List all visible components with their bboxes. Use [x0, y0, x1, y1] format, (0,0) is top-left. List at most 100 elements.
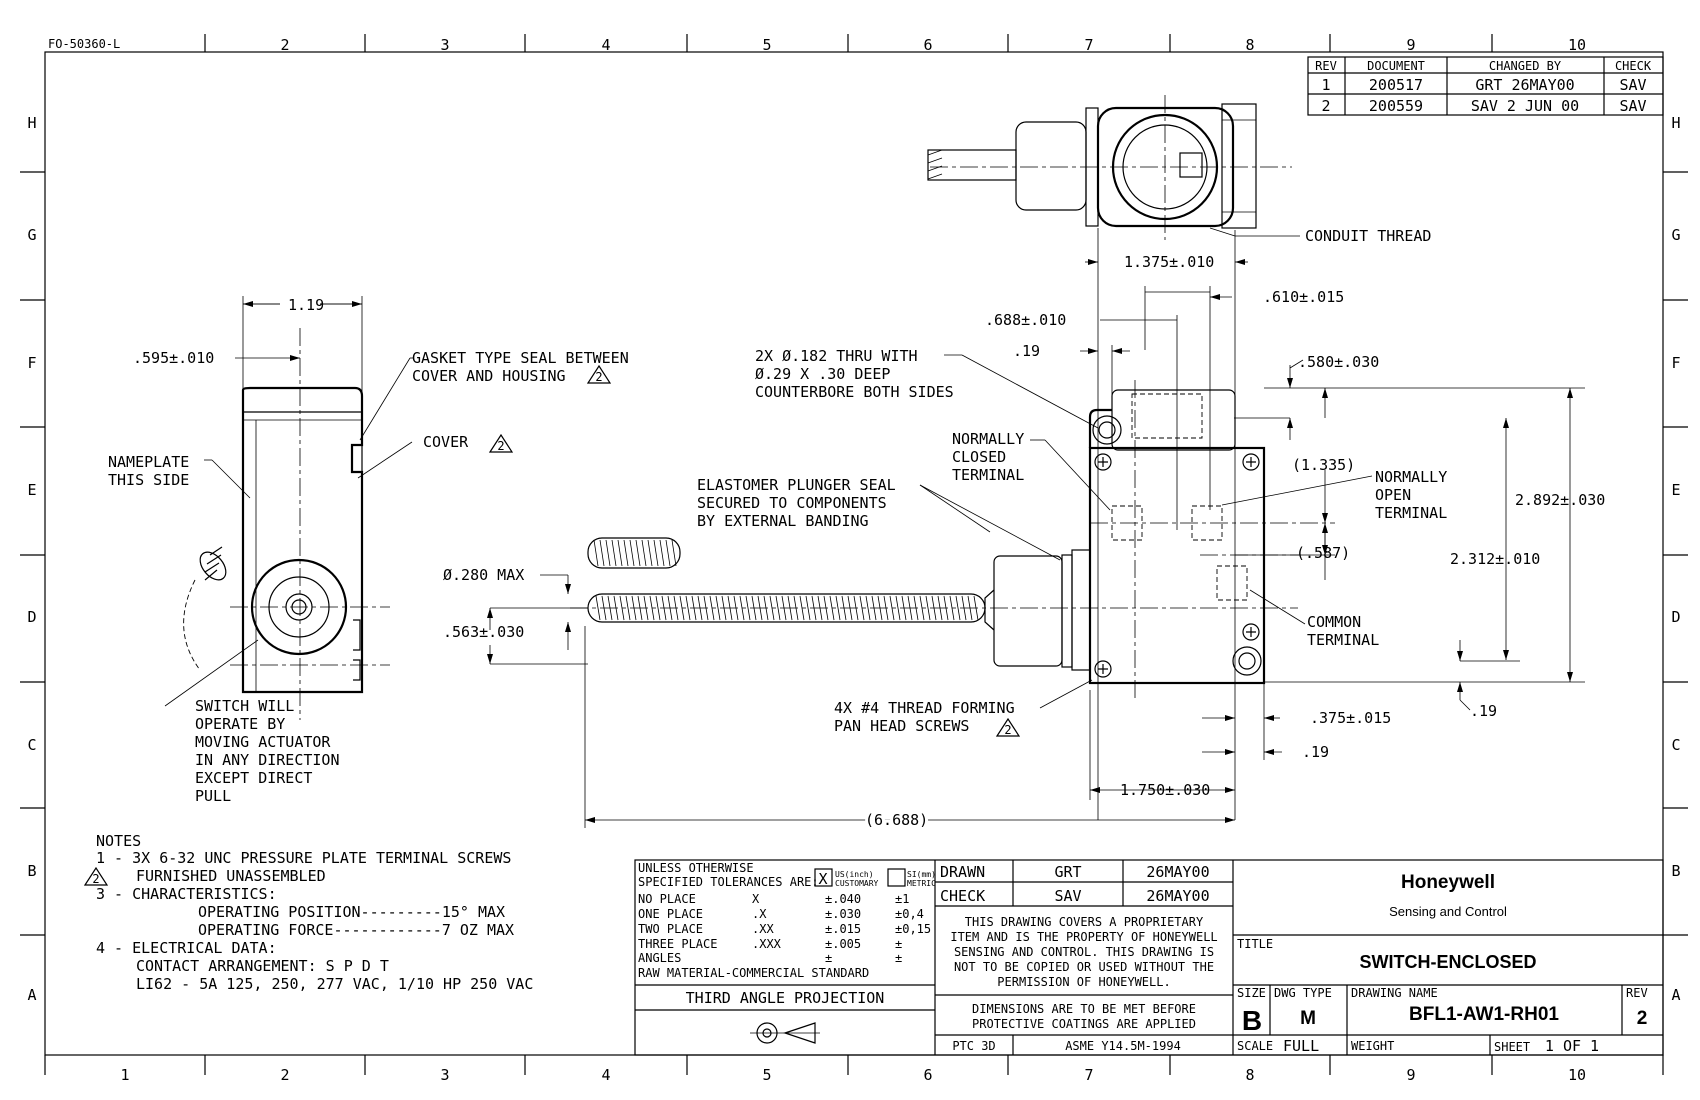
- dimension-label: (1.335): [1292, 456, 1355, 474]
- dimension-label: .19: [1302, 743, 1329, 761]
- dimension-lines: [164, 227, 1585, 828]
- sheet-label: SHEET: [1494, 1040, 1530, 1054]
- us-unit-label: CUSTOMARY: [835, 879, 879, 888]
- nameplate-callout: THIS SIDE: [108, 471, 189, 489]
- common-terminal-callout: TERMINAL: [1307, 631, 1379, 649]
- tolerance-header: UNLESS OTHERWISE: [638, 861, 754, 875]
- notes-title: NOTES: [96, 832, 141, 850]
- nc-terminal-callout: CLOSED: [952, 448, 1006, 466]
- proprietary-notice: THIS DRAWING COVERS A PROPRIETARY: [965, 915, 1204, 929]
- projection-label: THIRD ANGLE PROJECTION: [686, 989, 885, 1007]
- checked-by: SAV: [1054, 887, 1081, 905]
- zone-row-label: D: [1671, 608, 1680, 626]
- revision-cell: 2: [1321, 97, 1330, 115]
- note-line: FURNISHED UNASSEMBLED: [136, 867, 326, 885]
- drawing-number: BFL1-AW1-RH01: [1409, 1004, 1559, 1025]
- tolerance-row: ANGLES: [638, 951, 681, 965]
- no-terminal-callout: OPEN: [1375, 486, 1411, 504]
- check-header: CHECK: [1615, 59, 1652, 73]
- coatings-notice: DIMENSIONS ARE TO BE MET BEFORE: [972, 1002, 1196, 1016]
- svg-text:2: 2: [1004, 723, 1011, 737]
- zone-row-label: H: [27, 114, 36, 132]
- si-unit-label: SI(mm): [907, 870, 936, 879]
- zone-col-label: 7: [1084, 1066, 1093, 1084]
- dimension-label: .595±.010: [133, 349, 214, 367]
- us-customary-checkbox: X: [818, 870, 827, 888]
- svg-text:±0,4: ±0,4: [895, 907, 924, 921]
- dimension-label: .580±.030: [1298, 353, 1379, 371]
- coatings-notice: PROTECTIVE COATINGS ARE APPLIED: [972, 1017, 1196, 1031]
- front-view: [570, 380, 1335, 700]
- zone-col-label: 1: [120, 1066, 129, 1084]
- plunger-seal-callout: SECURED TO COMPONENTS: [697, 494, 887, 512]
- zone-row-label: E: [1671, 481, 1680, 499]
- screws-callout: 4X #4 THREAD FORMING: [834, 699, 1015, 717]
- company-logo: Honeywell: [1401, 872, 1495, 893]
- revision-table: REV DOCUMENT CHANGED BY CHECK 1 200517 G…: [1307, 56, 1664, 116]
- drawn-by: GRT: [1054, 863, 1081, 881]
- zone-col-label: 3: [440, 1066, 449, 1084]
- dimension-label: .19: [1470, 702, 1497, 720]
- dimension-label: .610±.015: [1263, 288, 1344, 306]
- plunger-seal-callout: ELASTOMER PLUNGER SEAL: [697, 476, 896, 494]
- zone-col-label: 3: [440, 36, 449, 54]
- operate-note: EXCEPT DIRECT: [195, 769, 312, 787]
- dimension-label: Ø.280 MAX: [443, 566, 524, 584]
- dimension-label: .563±.030: [443, 623, 524, 641]
- dimension-label: 1.19: [288, 296, 324, 314]
- zone-col-label: 4: [601, 36, 610, 54]
- zone-col-label: 9: [1406, 1066, 1415, 1084]
- zone-row-label: B: [1671, 862, 1680, 880]
- asme-standard: ASME Y14.5M-1994: [1065, 1039, 1181, 1053]
- dimension-label: .375±.015: [1310, 709, 1391, 727]
- dimension-label: .19: [1013, 342, 1040, 360]
- tolerance-row: ONE PLACE: [638, 907, 703, 921]
- zone-col-label: 8: [1245, 36, 1254, 54]
- zone-col-label: 10: [1568, 1066, 1586, 1084]
- zone-col-label: 8: [1245, 1066, 1254, 1084]
- conduit-thread-callout: CONDUIT THREAD: [1305, 227, 1431, 245]
- title-block: UNLESS OTHERWISE SPECIFIED TOLERANCES AR…: [634, 859, 1664, 1056]
- no-terminal-callout: TERMINAL: [1375, 504, 1447, 522]
- title-label: TITLE: [1237, 937, 1273, 951]
- note-line: LI62 - 5A 125, 250, 277 VAC, 1/10 HP 250…: [136, 975, 533, 993]
- zone-col-label: 5: [762, 36, 771, 54]
- operate-note: PULL: [195, 787, 231, 805]
- drawing-name-label: DRAWING NAME: [1351, 986, 1438, 1000]
- svg-text:±1: ±1: [895, 892, 909, 906]
- size-label: SIZE: [1237, 986, 1266, 1000]
- rev-header: REV: [1315, 59, 1337, 73]
- svg-text:.X: .X: [752, 907, 767, 921]
- dimension-label: (6.688): [865, 811, 928, 829]
- check-label: CHECK: [940, 887, 985, 905]
- svg-text:±: ±: [895, 951, 902, 965]
- zone-col-label: 9: [1406, 36, 1415, 54]
- zone-row-label: H: [1671, 114, 1680, 132]
- svg-text:X: X: [752, 892, 760, 906]
- note-line: OPERATING FORCE------------7 OZ MAX: [198, 921, 514, 939]
- svg-text:±.040: ±.040: [825, 892, 861, 906]
- weight-label: WEIGHT: [1351, 1039, 1394, 1053]
- plunger-seal-callout: BY EXTERNAL BANDING: [697, 512, 869, 530]
- proprietary-notice: ITEM AND IS THE PROPERTY OF HONEYWELL: [950, 930, 1217, 944]
- ptc-label: PTC 3D: [952, 1039, 995, 1053]
- revision-cell: 1: [1321, 76, 1330, 94]
- common-terminal-callout: COMMON: [1307, 613, 1361, 631]
- notes: NOTES 1 - 3X 6-32 UNC PRESSURE PLATE TER…: [96, 832, 533, 993]
- note-line: CONTACT ARRANGEMENT: S P D T: [136, 957, 389, 975]
- note-line: OPERATING POSITION---------15° MAX: [198, 903, 505, 921]
- operate-note: OPERATE BY: [195, 715, 285, 733]
- thru-hole-callout: Ø.29 X .30 DEEP: [755, 365, 890, 383]
- revision-cell: 200517: [1369, 76, 1423, 94]
- zone-col-label: 4: [601, 1066, 610, 1084]
- tolerance-row: NO PLACE: [638, 892, 696, 906]
- zone-col-label: 6: [923, 1066, 932, 1084]
- si-unit-label: METRIC: [907, 879, 936, 888]
- svg-text:2: 2: [497, 439, 504, 453]
- revision-cell: 200559: [1369, 97, 1423, 115]
- rev-label: REV: [1626, 986, 1648, 1000]
- proprietary-notice: SENSING AND CONTROL. THIS DRAWING IS: [954, 945, 1214, 959]
- zone-row-label: G: [1671, 226, 1680, 244]
- cover-callout: COVER: [423, 433, 469, 451]
- zone-row-label: C: [27, 736, 36, 754]
